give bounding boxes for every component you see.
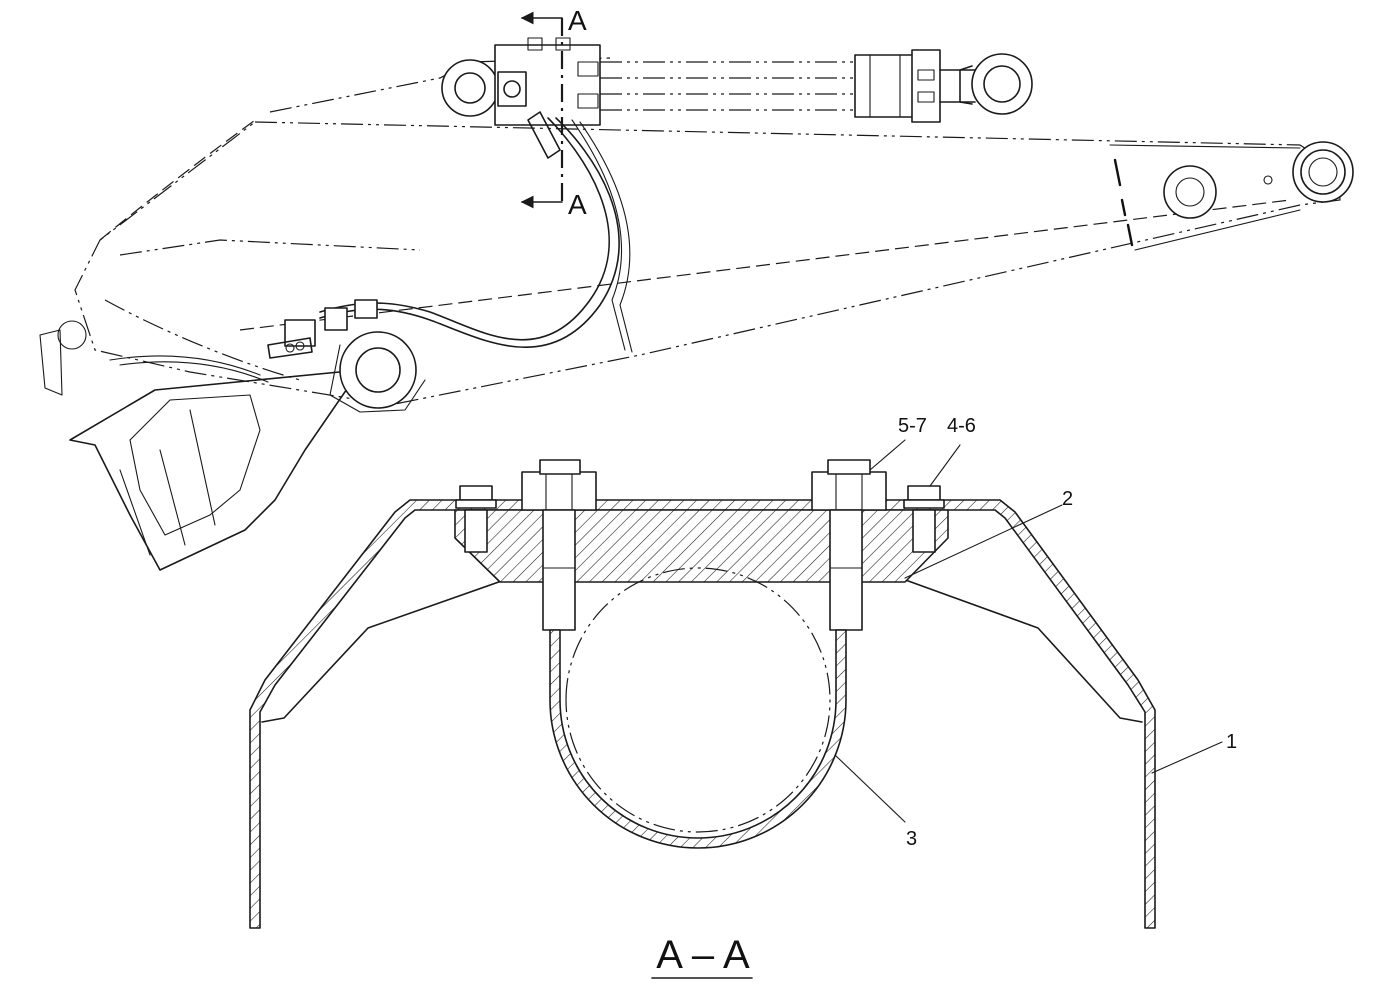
boom-outline (74, 121, 1341, 406)
bolt-head-right (811, 471, 887, 511)
boom-foot-stiffener (119, 409, 216, 556)
bolt-shank-left (542, 509, 576, 631)
bolt-head-right-lines (835, 471, 863, 511)
clamp-bolt-b (295, 341, 305, 351)
callout-3: 3 (906, 828, 917, 850)
support-plate-left (261, 577, 511, 723)
boom-heel-ring (57, 320, 87, 350)
small-bolt-shank-left (464, 509, 488, 553)
bolt-4-6-left (455, 485, 497, 553)
small-bolt-head-left (459, 485, 493, 501)
callout-5-7: 5-7 (898, 415, 927, 437)
cylinder-gland (911, 49, 941, 123)
grease-point (1263, 175, 1273, 185)
hose-clamp-block-3 (354, 299, 378, 319)
bolt-head-left-lines (545, 471, 573, 511)
arm-cylinder (441, 37, 1033, 126)
valve-port (503, 80, 521, 98)
u-clamp-band (549, 629, 847, 849)
hydraulic-hoses (319, 111, 633, 353)
boom-foot-cutout (129, 394, 261, 536)
clamp-block (454, 509, 949, 583)
boom-upper-edge (99, 117, 259, 241)
leader-4-6 (929, 444, 961, 487)
bolt-4-6-right (903, 485, 945, 553)
boom-pivot-bracket (329, 344, 426, 413)
boom-side-view: A A (39, 5, 1354, 571)
hose-clamp-plate (267, 337, 313, 359)
section-view-aa: 5-7 4-6 2 1 3 A – A (249, 415, 1237, 979)
hose-clamp-block-2 (324, 307, 348, 331)
gland-bolt-1 (917, 69, 935, 81)
nose-plate-outline (1109, 144, 1301, 251)
valve-bolt-1 (527, 37, 543, 51)
section-mark-top: A (568, 5, 587, 36)
gland-bolt-2 (917, 91, 935, 103)
section-title: A – A (656, 933, 750, 977)
leader-5-7 (869, 439, 906, 471)
boom-plate-section (249, 499, 1156, 929)
cylinder-valve-block (494, 44, 601, 126)
valve-fitting-1 (577, 61, 599, 77)
nose-plate-edge (1113, 158, 1134, 247)
bolt-head-left (521, 471, 597, 511)
callout-2: 2 (1062, 488, 1073, 510)
boom-foot-bracket (69, 369, 361, 571)
hose-2 (319, 117, 620, 348)
bolt-cap-right (827, 459, 871, 475)
arm-cyl-boss-inner (1175, 177, 1205, 207)
cylinder-rear-eye-inner (454, 72, 486, 104)
boom-pivot-boss-inner (355, 347, 401, 393)
arm-cyl-boss-outer (1163, 165, 1217, 219)
boom-pivot-boss-outer (339, 331, 417, 409)
rod-eye-neck (959, 65, 973, 105)
cylinder-rod (939, 69, 976, 103)
arm-pin-boss-mid (1300, 149, 1346, 195)
section-cut-marker: A A (520, 5, 587, 220)
boom-lower-edge (239, 199, 1291, 331)
bolt-shank-right (829, 509, 863, 631)
boom-inner-line (119, 239, 421, 256)
hose-1 (319, 117, 610, 341)
boom-heel (39, 329, 63, 396)
valve-fitting-2 (577, 93, 599, 109)
callout-4-6: 4-6 (947, 415, 976, 437)
rod-eye-inner (983, 65, 1021, 103)
arm-pin-boss-outer (1292, 141, 1354, 203)
cylinder-rear-eye-outer (441, 59, 499, 117)
arm-pin-boss-inner (1308, 157, 1338, 187)
cylinder-head-lines (869, 54, 901, 118)
small-bolt-shank-right (912, 509, 936, 553)
cylinder-head (854, 54, 916, 118)
valve-bolt-2 (555, 37, 571, 51)
hose-3 (571, 119, 626, 351)
small-bolt-washer-left (455, 499, 497, 509)
boom-front-lower-web (104, 299, 301, 381)
harness-line (109, 355, 269, 383)
small-bolt-washer-right (903, 499, 945, 509)
bolt-5-7-right (811, 459, 887, 631)
cylinder-tube (600, 61, 860, 111)
support-plate-right (899, 577, 1143, 723)
leader-2 (904, 504, 1063, 579)
callout-1: 1 (1226, 731, 1237, 753)
valve-port-plate (497, 71, 527, 107)
leader-3 (834, 754, 906, 823)
hose-bracket (527, 111, 561, 159)
pipe-outline (565, 567, 831, 833)
bolt-cap-left (539, 459, 581, 475)
section-mark-bottom: A (568, 189, 587, 220)
clamp-bolt-a (285, 343, 295, 353)
rod-eye-outer (971, 53, 1033, 115)
small-bolt-head-right (907, 485, 941, 501)
leader-1 (1151, 741, 1223, 774)
bolt-5-7-left (521, 459, 597, 631)
hose-4 (579, 121, 633, 353)
